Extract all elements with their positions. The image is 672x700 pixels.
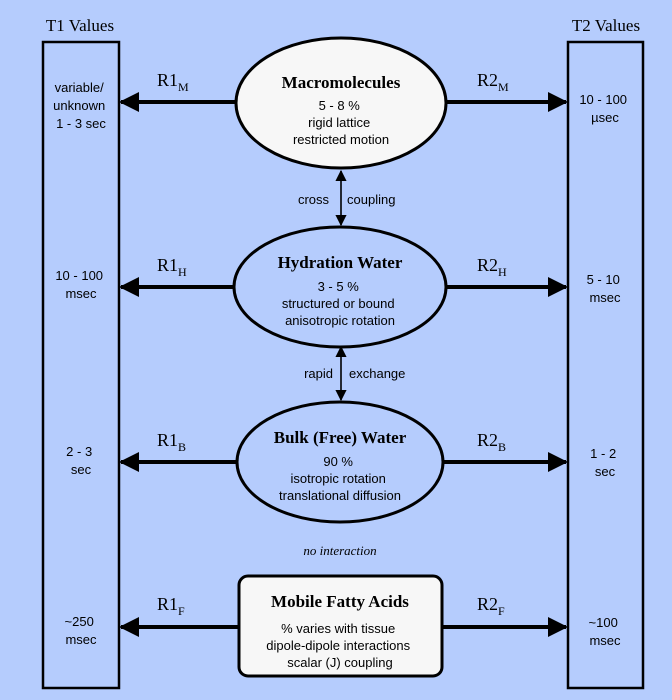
- t1-value-fatty: ~250 msec: [65, 614, 98, 647]
- bulk-water-details: 90 % isotropic rotation translational di…: [279, 454, 401, 503]
- hydration-water-node: Hydration Water 3 - 5 % structured or bo…: [232, 225, 448, 349]
- hydration-water-details: 3 - 5 % structured or bound anisotropic …: [282, 279, 398, 328]
- macromolecules-node: Macromolecules 5 - 8 % rigid lattice res…: [234, 36, 448, 170]
- t1-value-macromolecules: variable/ unknown 1 - 3 sec: [53, 80, 109, 131]
- t1-value-hydration: 10 - 100 msec: [55, 268, 106, 301]
- t2-value-macromolecules: 10 - 100 µsec: [579, 92, 630, 125]
- t2-value-hydration: 5 - 10 msec: [587, 272, 624, 305]
- t1-column-title: T1 Values: [46, 16, 114, 35]
- mobile-fatty-acids-title: Mobile Fatty Acids: [271, 592, 409, 611]
- r2-label-bulk: R2B: [477, 430, 506, 454]
- t2-column: [566, 40, 645, 690]
- t2-value-bulk: 1 - 2 sec: [590, 446, 620, 479]
- r1-label-fatty: R1F: [157, 594, 185, 618]
- mobile-fatty-acids-node: Mobile Fatty Acids % varies with tissue …: [237, 574, 444, 678]
- r2-label-hydration: R2H: [477, 255, 507, 279]
- rapid-exchange-right-label: exchange: [349, 366, 405, 381]
- t1-value-bulk: 2 - 3 sec: [66, 444, 96, 477]
- mobile-fatty-acids-details: % varies with tissue dipole-dipole inter…: [266, 621, 413, 670]
- bulk-water-title: Bulk (Free) Water: [274, 428, 407, 447]
- bulk-water-node: Bulk (Free) Water 90 % isotropic rotatio…: [235, 400, 445, 524]
- t2-value-fatty: ~100 msec: [589, 615, 622, 648]
- r1-label-hydration: R1H: [157, 255, 187, 279]
- macromolecules-details: 5 - 8 % rigid lattice restricted motion: [293, 98, 389, 147]
- macromolecules-title: Macromolecules: [282, 73, 401, 92]
- cross-coupling-left-label: cross: [298, 192, 330, 207]
- cross-coupling-right-label: coupling: [347, 192, 395, 207]
- r1-label-bulk: R1B: [157, 430, 186, 454]
- rapid-exchange-left-label: rapid: [304, 366, 333, 381]
- r2-label-macromolecules: R2M: [477, 70, 509, 94]
- r2-label-fatty: R2F: [477, 594, 505, 618]
- t1-column: [41, 40, 121, 690]
- no-interaction-label: no interaction: [303, 543, 376, 558]
- hydration-water-title: Hydration Water: [278, 253, 403, 272]
- r1-label-macromolecules: R1M: [157, 70, 189, 94]
- t2-column-title: T2 Values: [572, 16, 640, 35]
